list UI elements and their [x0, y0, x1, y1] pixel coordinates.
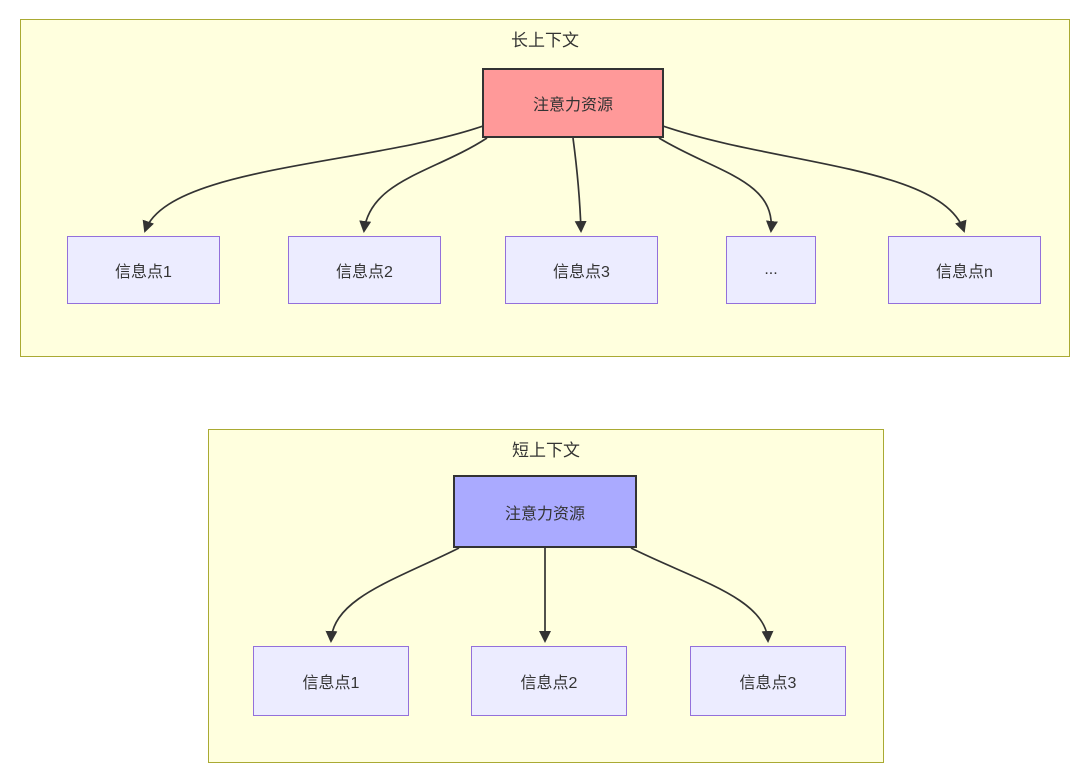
cluster-long-context-title: 长上下文	[511, 31, 579, 50]
cluster-short-context-title: 短上下文	[512, 441, 580, 460]
node-attention-resource-short: 注意力资源	[453, 475, 637, 548]
node-info-point-1-long: 信息点1	[67, 236, 220, 304]
node-info-point-3-short: 信息点3	[690, 646, 846, 716]
node-info-point-2-long: 信息点2	[288, 236, 441, 304]
node-info-point-3-long: 信息点3	[505, 236, 658, 304]
node-info-point-1-short: 信息点1	[253, 646, 409, 716]
node-info-point-n-long: 信息点n	[888, 236, 1041, 304]
node-attention-resource-long: 注意力资源	[482, 68, 664, 138]
node-info-point-2-short: 信息点2	[471, 646, 627, 716]
node-info-point-ellipsis-long: ...	[726, 236, 816, 304]
